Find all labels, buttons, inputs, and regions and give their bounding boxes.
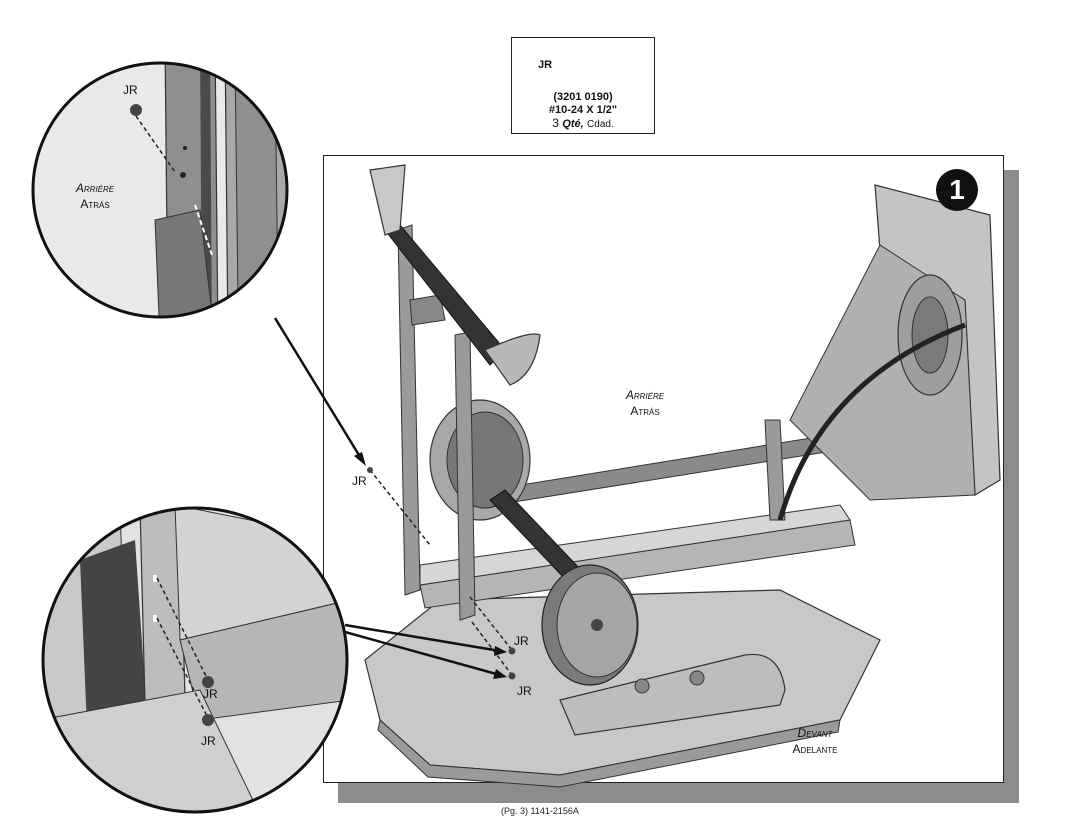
- rail-frame: [419, 419, 871, 609]
- back-label-fr: Arrière: [75, 181, 115, 195]
- hardware-code: JR: [538, 59, 553, 71]
- main-back-label-fr: Arrière: [625, 388, 665, 402]
- drive-cable: [777, 322, 966, 521]
- quantity-number: 3: [552, 116, 559, 130]
- quantity-label-fr: Qté,: [562, 118, 584, 130]
- front-label: Devant Adelante: [770, 725, 860, 757]
- handlebar-arm: [369, 164, 541, 386]
- hardware-quantity: 3 Qté, Cdad.: [512, 116, 654, 130]
- front-wheel: [541, 564, 639, 686]
- detail-circle-bottom: [41, 506, 349, 814]
- jr-callout: JR: [123, 83, 138, 97]
- jr-callout: JR: [517, 684, 532, 698]
- hardware-size: #10-24 X 1/2": [548, 104, 618, 116]
- motor-hood: [559, 653, 786, 736]
- jr-callout: JR: [203, 687, 218, 701]
- step-number-badge: 1: [936, 169, 978, 211]
- back-label-es: Atrás: [80, 197, 110, 211]
- quantity-label-es: Cdad.: [587, 119, 614, 130]
- hardware-identifier-box: JR (3201 0190) #10-24 X 1/2" 3 Qté, Cdad…: [511, 37, 655, 134]
- jr-callout: JR: [514, 634, 529, 648]
- hardware-part-number: (3201 0190): [553, 91, 613, 103]
- incline-frame: [789, 184, 1001, 501]
- main-back-label: Arrière Atrás: [610, 387, 680, 419]
- jr-callout: JR: [352, 474, 367, 488]
- front-label-es: Adelante: [792, 742, 838, 756]
- jr-callout: JR: [201, 734, 216, 748]
- upright-frame: [397, 224, 476, 621]
- page-footer: (Pg. 3) 1141-2156A: [501, 806, 579, 816]
- pointer-arrows: [273, 317, 507, 679]
- main-hardware-guides: [367, 467, 516, 680]
- detail-back-label: Arrière Atrás: [60, 180, 130, 212]
- front-label-fr: Devant: [797, 726, 833, 740]
- main-back-label-es: Atrás: [630, 404, 660, 418]
